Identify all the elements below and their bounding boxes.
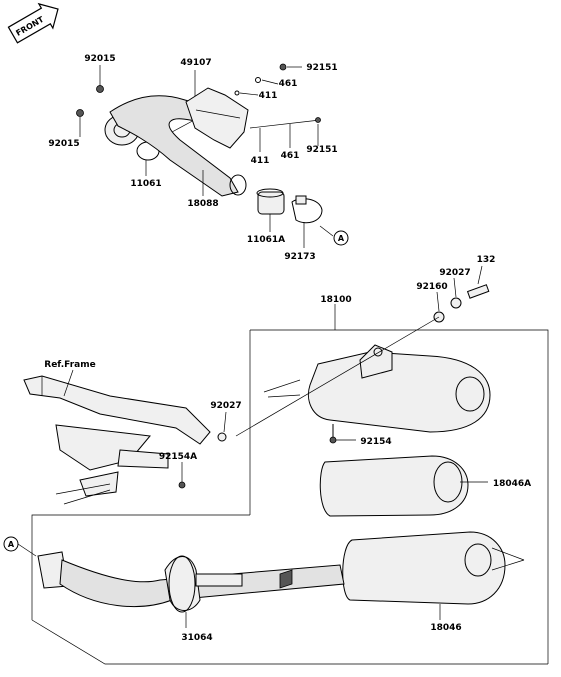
label-92015-left: 92015 [48, 139, 79, 149]
label-31064: 31064 [181, 633, 212, 643]
collar-411-top [234, 90, 240, 96]
flange-nut-top [96, 85, 104, 93]
bolt-92151-top [279, 63, 287, 71]
label-11061: 11061 [130, 179, 161, 189]
collar-92027-top [450, 297, 462, 309]
leader-lines-frame [181, 411, 227, 482]
frame-rail [23, 375, 211, 445]
label-18088: 18088 [187, 199, 218, 209]
label-18046: 18046 [430, 623, 461, 633]
ref-frame-label: Ref.Frame [44, 360, 95, 370]
label-92027-top: 92027 [439, 268, 470, 278]
packing-18046 [342, 531, 506, 605]
label-92151-top: 92151 [306, 63, 337, 73]
leader-lines-muffler [336, 265, 488, 620]
header-pipe-group [76, 63, 323, 224]
bolt-92154A [178, 481, 186, 489]
part-labels: 92015 92015 49107 92151 461 411 411 461 … [44, 54, 531, 643]
collar-92027-mid [217, 432, 227, 442]
label-92027-mid: 92027 [210, 401, 241, 411]
label-92015-top: 92015 [84, 54, 115, 64]
label-461-top: 461 [279, 79, 298, 89]
mid-pipe-group: A [3, 536, 345, 628]
bolt-132 [466, 284, 490, 299]
label-132: 132 [477, 255, 496, 265]
label-18100: 18100 [320, 295, 351, 305]
front-arrow-icon [7, 2, 59, 44]
silencer-bracket [359, 344, 393, 379]
label-92151-bottom: 92151 [306, 145, 337, 155]
label-92154A: 92154A [159, 452, 197, 462]
sleeve-11061A [257, 191, 285, 215]
bolt-92154 [329, 436, 337, 444]
washer-461-top [255, 77, 261, 83]
label-92173: 92173 [284, 252, 315, 262]
label-92154: 92154 [360, 437, 391, 447]
packing-18046A [319, 455, 469, 517]
label-92160: 92160 [416, 282, 447, 292]
silencer-18100 [307, 351, 491, 433]
label-18046A: 18046A [493, 479, 531, 489]
svg-text:A: A [338, 234, 345, 243]
label-49107: 49107 [180, 58, 211, 68]
leader-lines-top [79, 65, 334, 248]
callout-a-top: A [333, 230, 349, 246]
label-11061A: 11061A [247, 235, 285, 245]
bolt-92151-bottom [315, 117, 321, 123]
label-411-bottom: 411 [251, 156, 270, 166]
muffler-group [31, 284, 549, 665]
front-badge: FRONT [7, 2, 59, 44]
label-411-top: 411 [259, 91, 278, 101]
svg-text:A: A [8, 540, 15, 549]
label-461-bottom: 461 [281, 151, 300, 161]
frame-group [23, 369, 227, 505]
flange-nut-left [76, 109, 84, 117]
heat-guard-49107 [185, 87, 249, 149]
